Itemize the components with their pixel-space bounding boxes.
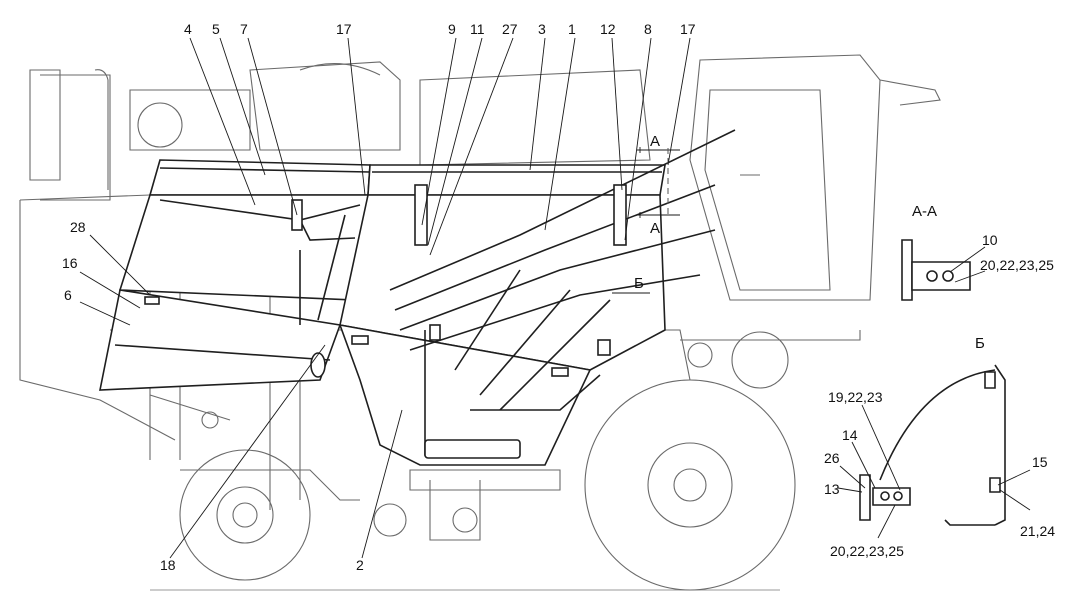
callout-4: 4 — [184, 21, 192, 37]
section-mark-b: Б — [634, 275, 644, 292]
section-mark-a-top: А — [650, 133, 660, 150]
view-title-b: Б — [975, 335, 985, 352]
callout-27: 27 — [502, 21, 518, 37]
callout-labels: 4 5 7 17 9 11 27 3 1 12 8 17 28 16 6 18 … — [62, 21, 1055, 573]
detail-view-aa — [901, 239, 971, 301]
section-markers: А А Б А-А Б — [634, 133, 985, 352]
callout-20-22-23-25-top: 20,22,23,25 — [980, 257, 1054, 273]
callout-6: 6 — [64, 287, 72, 303]
callout-8: 8 — [644, 21, 652, 37]
callout-21-24: 21,24 — [1020, 523, 1055, 539]
callout-16: 16 — [62, 255, 78, 271]
callout-20-22-23-25-bottom: 20,22,23,25 — [830, 543, 904, 559]
callout-9: 9 — [448, 21, 456, 37]
callout-2: 2 — [356, 557, 364, 573]
callout-5: 5 — [212, 21, 220, 37]
callout-15: 15 — [1032, 454, 1048, 470]
callout-26: 26 — [824, 450, 840, 466]
view-title-aa: А-А — [912, 203, 937, 220]
section-cut-lines — [612, 147, 680, 294]
callout-11: 11 — [470, 21, 485, 37]
callout-10: 10 — [982, 232, 998, 248]
callout-12: 12 — [600, 21, 616, 37]
callout-19-22-23: 19,22,23 — [828, 389, 883, 405]
callout-17-left: 17 — [336, 21, 352, 37]
callout-14: 14 — [842, 427, 858, 443]
section-mark-a-bottom: А — [650, 220, 660, 237]
callout-13: 13 — [824, 481, 840, 497]
leader-lines — [79, 37, 1031, 559]
callout-17-right: 17 — [680, 21, 696, 37]
callout-1: 1 — [568, 21, 576, 37]
side-panels — [99, 129, 736, 466]
callout-7: 7 — [240, 21, 248, 37]
callout-3: 3 — [538, 21, 546, 37]
callout-28: 28 — [70, 219, 86, 235]
callout-18: 18 — [160, 557, 176, 573]
